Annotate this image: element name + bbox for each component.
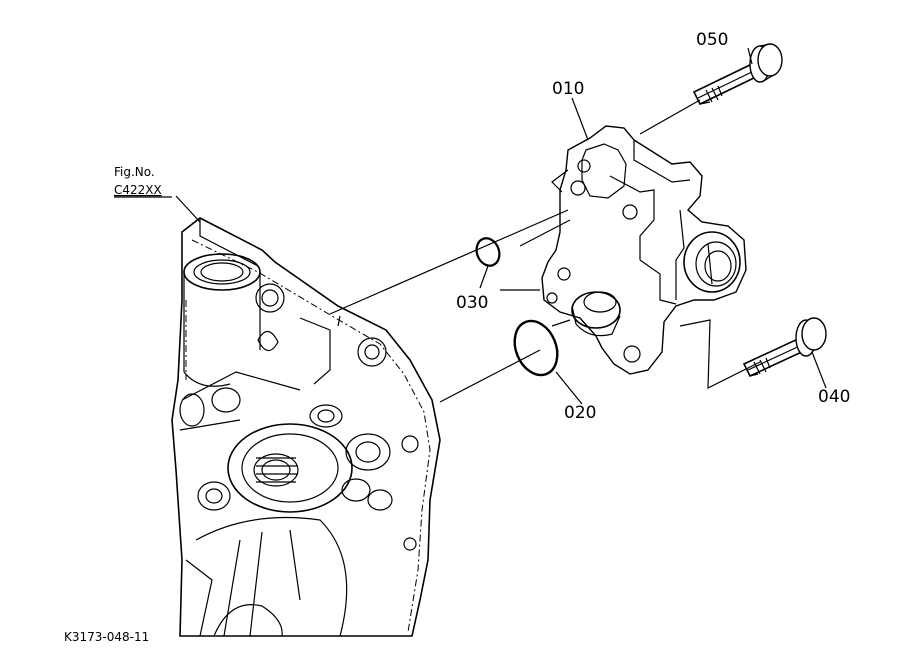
part-030-o-ring: [475, 237, 501, 267]
part-020-o-ring: [513, 319, 559, 377]
callout-020: 020: [564, 403, 596, 423]
callout-030: 030: [456, 293, 488, 313]
part-040-bolt: [742, 317, 827, 378]
callout-010: 010: [552, 79, 584, 99]
callout-050: 050: [696, 30, 728, 50]
drawing-id: K3173-048-11: [64, 630, 149, 644]
callout-040: 040: [818, 387, 850, 407]
part-050-bolt: [692, 43, 783, 106]
part-010-housing: [541, 125, 747, 375]
assembly-centerlines: [329, 99, 761, 403]
leader-lines: [175, 47, 827, 405]
figure-ref-label: Fig.No.: [114, 165, 155, 179]
gear-case-housing: [171, 217, 441, 637]
figure-ref-number: C422XX: [114, 183, 162, 197]
